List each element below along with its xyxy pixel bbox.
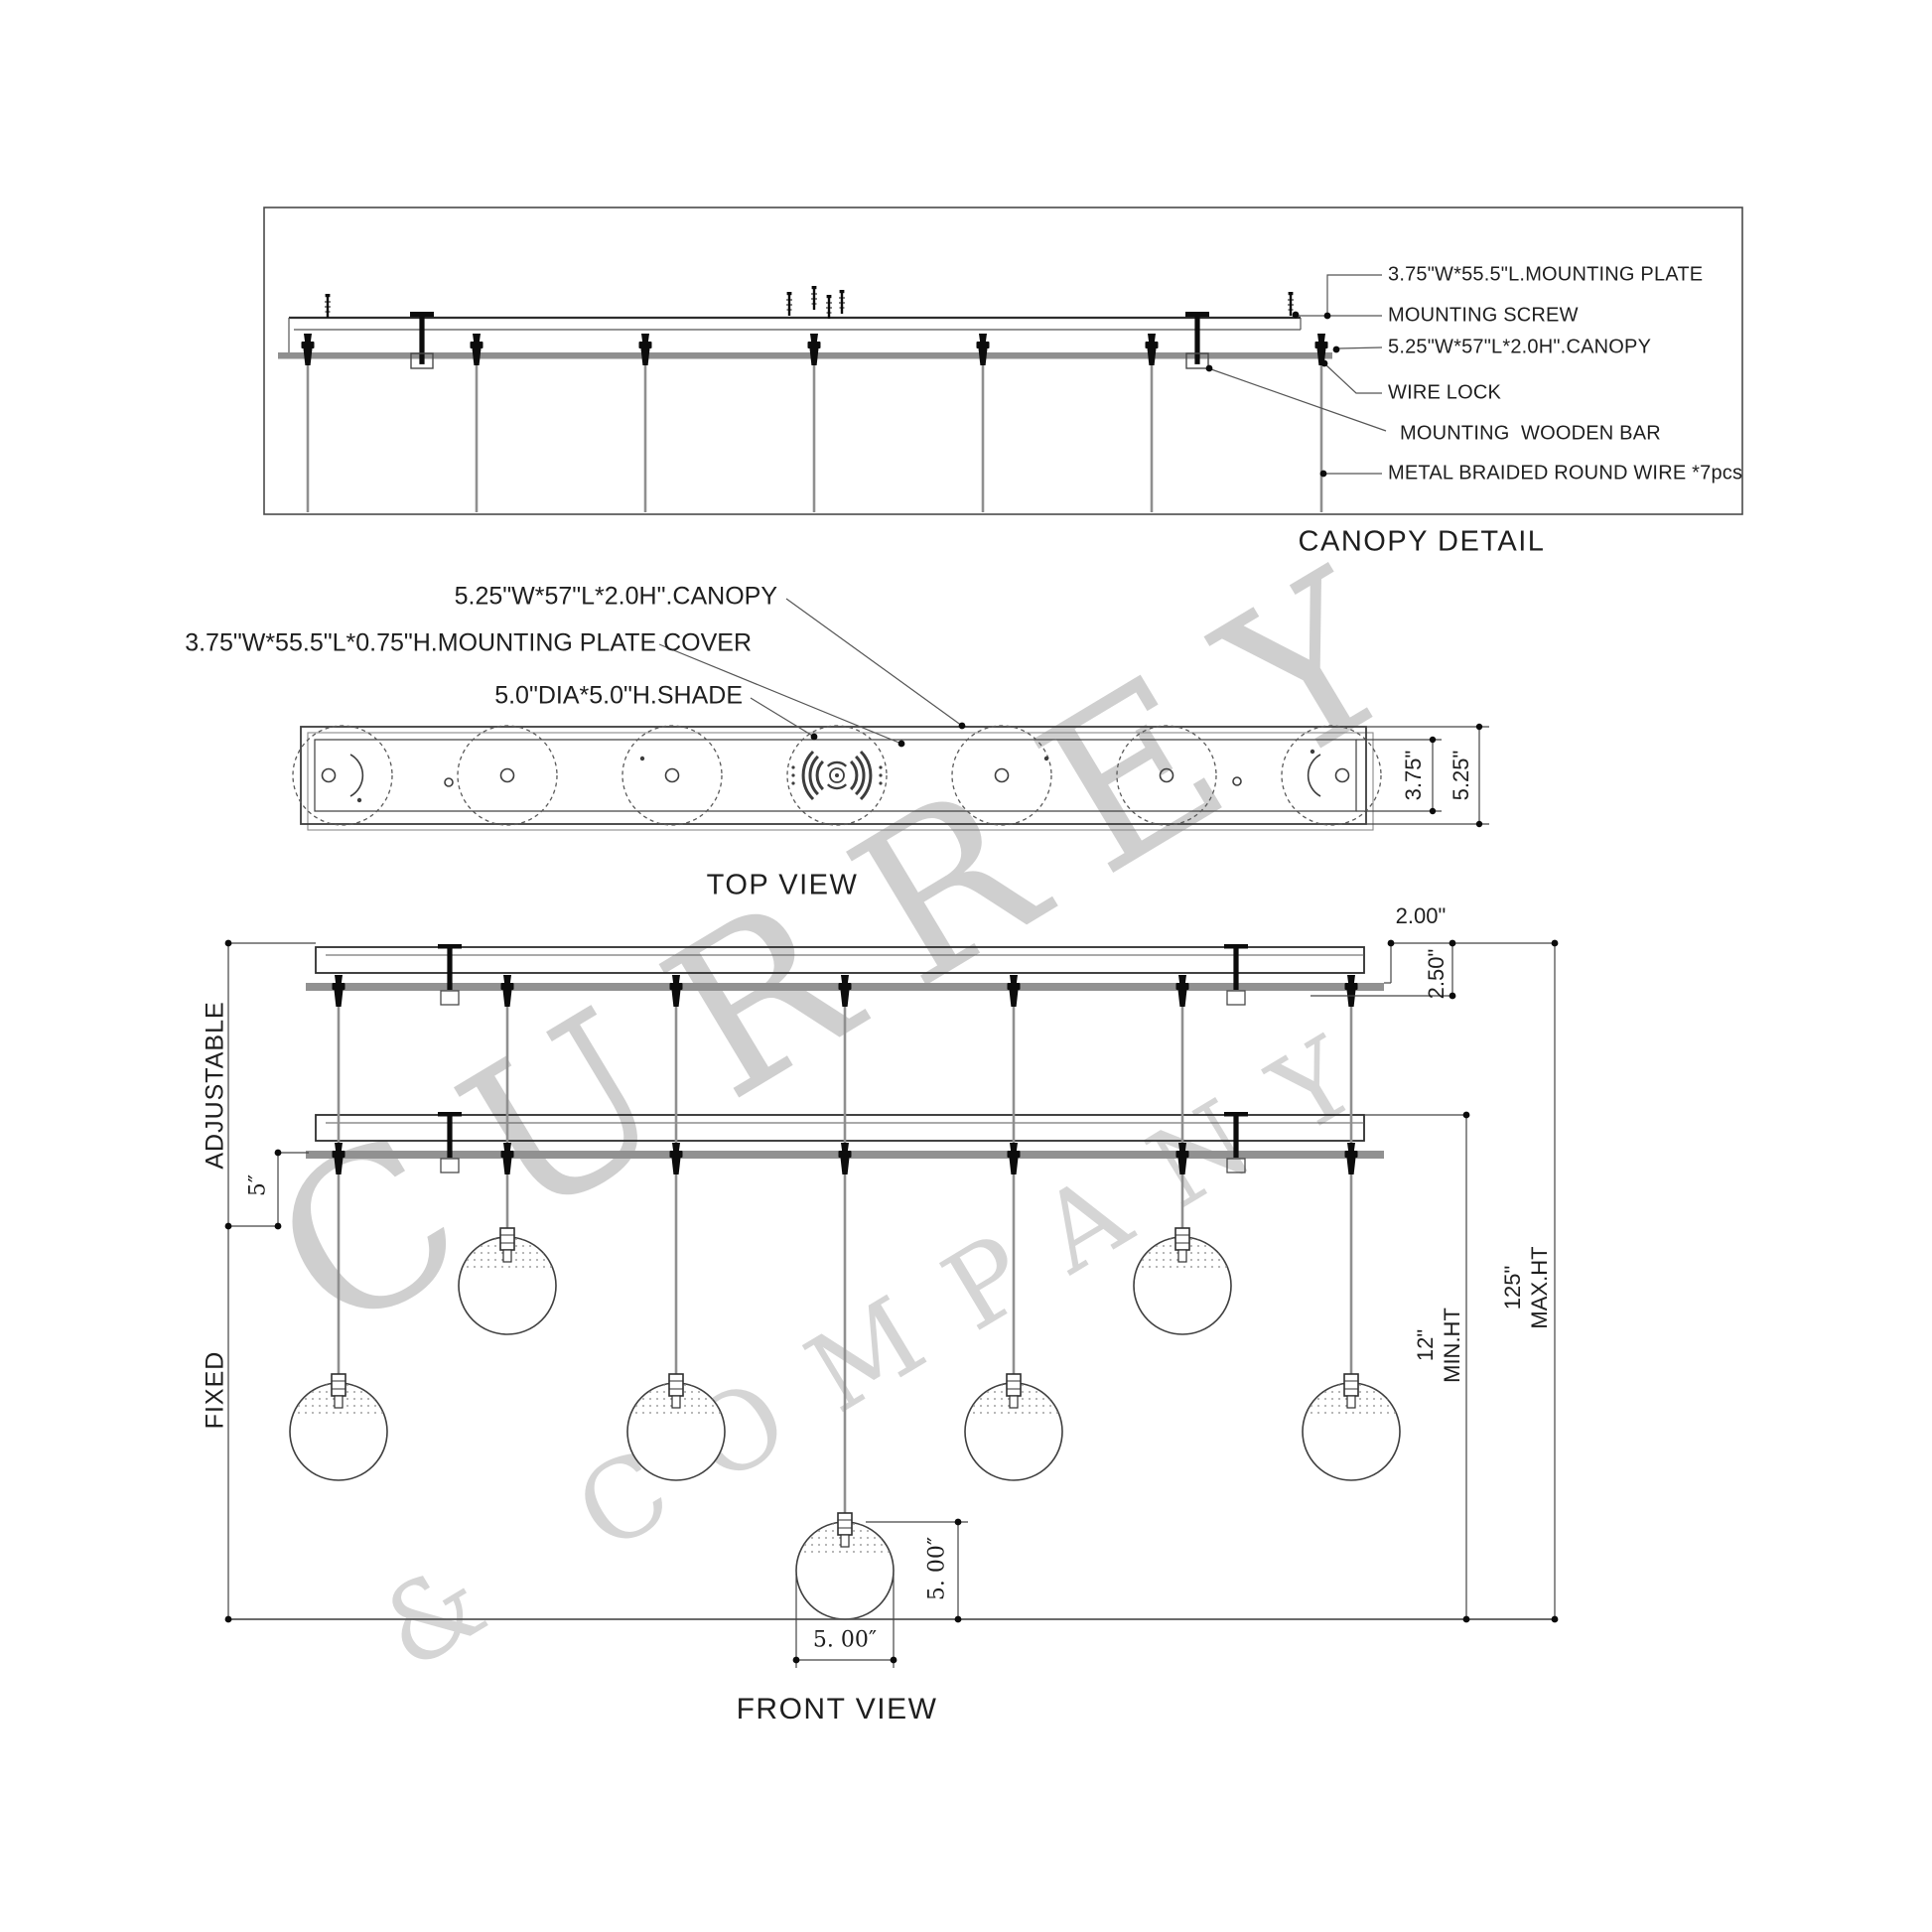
- suspension-wires: [337, 1005, 1353, 1513]
- top-view-title: TOP VIEW: [706, 869, 859, 901]
- callout-metal-wire: METAL BRAIDED ROUND WIRE *7pcs: [1388, 462, 1743, 484]
- dim-shade-diameter: 5. 00″: [812, 1627, 878, 1653]
- callout-canopy: 5.25"W*57"L*2.0H".CANOPY: [1388, 336, 1652, 358]
- top-view-dims: [1356, 726, 1489, 825]
- topview-callout-plate-cover: 3.75"W*55.5"L*0.75"H.MOUNTING PLATE COVE…: [185, 628, 752, 657]
- dim-max-height: 125"MAX.HT: [1499, 1246, 1553, 1328]
- canopy-detail-title: CANOPY DETAIL: [1298, 525, 1546, 558]
- canopy-detail-view: [263, 207, 1743, 515]
- wooden-bar: [1185, 352, 1209, 369]
- topview-callout-shade: 5.0"DIA*5.0"H.SHADE: [494, 681, 743, 710]
- dim-fixed: FIXED: [201, 1350, 229, 1430]
- canopy-holes: [321, 754, 1350, 797]
- mounting-screws: [323, 284, 1296, 321]
- min-height-value: 12": [1413, 1328, 1438, 1362]
- dim-canopy-drop: 2.50": [1424, 948, 1449, 1000]
- wire-locks: [301, 334, 1328, 365]
- dim-min-height: 12"MIN.HT: [1412, 1308, 1465, 1383]
- callout-mounting-screw: MOUNTING SCREW: [1388, 304, 1579, 327]
- front-view: [224, 939, 1559, 1668]
- wooden-bar: [410, 352, 434, 369]
- driver-vent-pattern: [791, 750, 883, 801]
- small-dots: [356, 749, 1315, 803]
- dim-plate-offset: 2.00": [1395, 903, 1447, 928]
- dim-dots: [224, 939, 1559, 1664]
- dim-shade-height: 5. 00″: [924, 1536, 950, 1601]
- max-height-label: MAX.HT: [1527, 1246, 1552, 1329]
- leader-lines: [1210, 274, 1387, 475]
- top-view-leaders: [658, 598, 963, 745]
- topview-callout-canopy: 5.25"W*57"L*2.0H".CANOPY: [454, 582, 777, 611]
- leader-dots: [1205, 311, 1340, 478]
- dim-wire-five: 5″: [245, 1173, 271, 1197]
- braided-wires: [306, 363, 1323, 512]
- dim-canopy-width: 5.25": [1449, 750, 1473, 801]
- min-height-label: MIN.HT: [1440, 1308, 1464, 1383]
- shade-circles: [292, 725, 1382, 826]
- dim-plate-width: 3.75": [1401, 750, 1426, 801]
- callout-mounting-plate: 3.75"W*55.5"L.MOUNTING PLATE: [1388, 263, 1704, 286]
- max-height-value: 125": [1500, 1265, 1525, 1311]
- front-view-title: FRONT VIEW: [736, 1693, 938, 1725]
- top-view-leader-dots: [810, 722, 966, 748]
- dim-adjustable: ADJUSTABLE: [201, 1001, 229, 1170]
- front-view-dims: [227, 942, 1556, 1668]
- callout-wooden-bar: MOUNTING WOODEN BAR: [1400, 422, 1661, 445]
- top-view: [292, 598, 1489, 831]
- callout-wire-lock: WIRE LOCK: [1388, 381, 1502, 404]
